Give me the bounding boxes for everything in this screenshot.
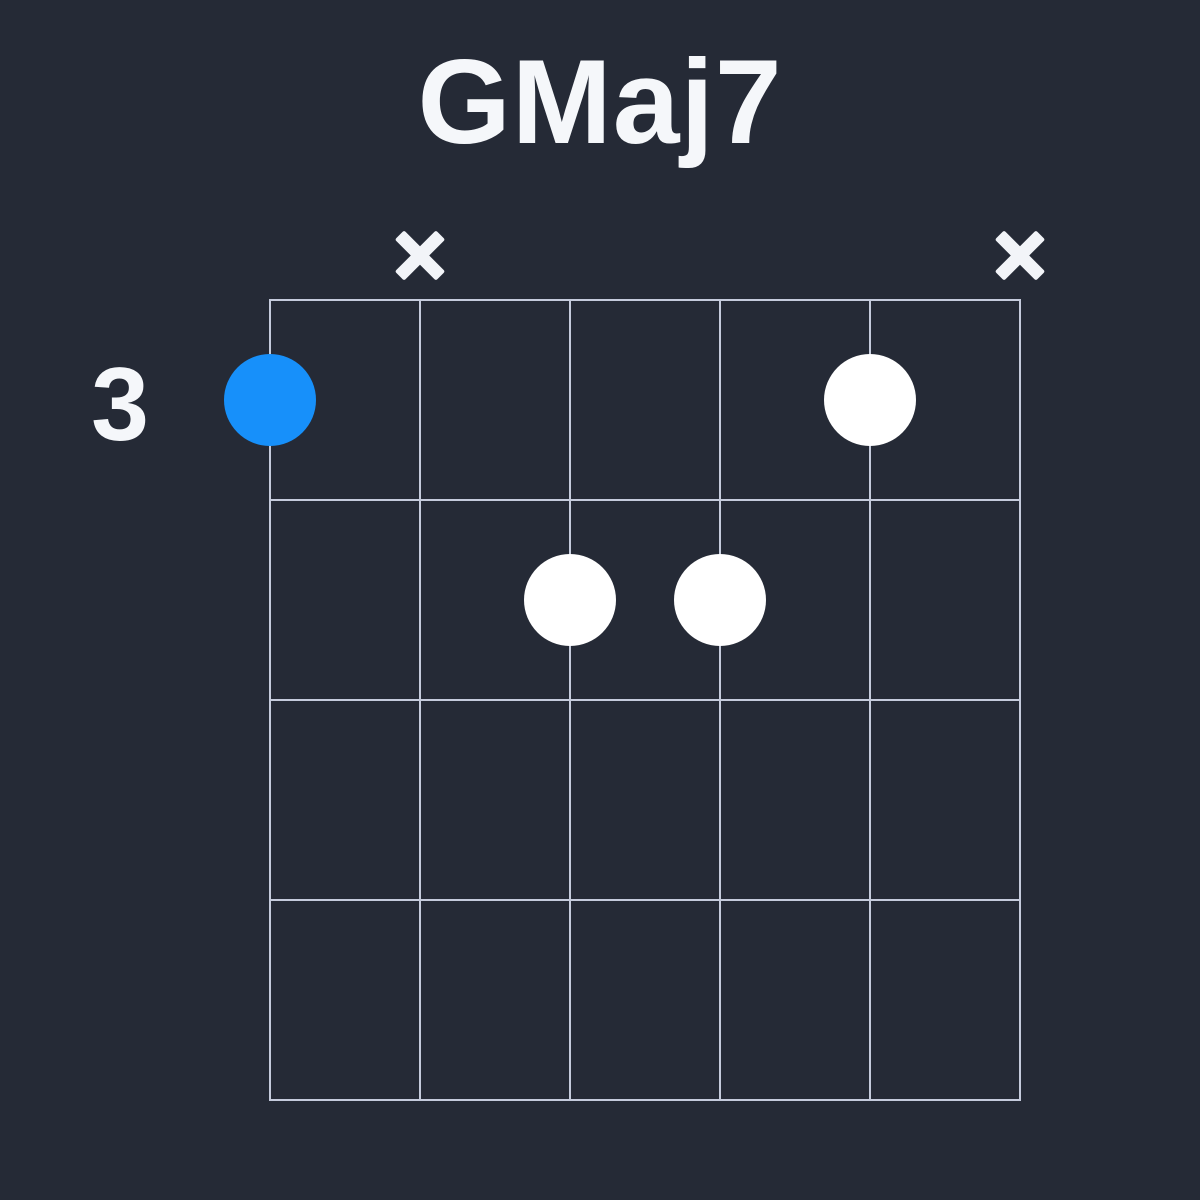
fret-number-label: 3: [91, 346, 149, 463]
fret-line: [269, 1099, 1021, 1101]
fret-line: [269, 699, 1021, 701]
note-dot: [524, 554, 616, 646]
note-dot: [824, 354, 916, 446]
fret-line: [269, 299, 1021, 301]
muted-string-icon: [991, 226, 1049, 284]
muted-string-icon: [391, 226, 449, 284]
root-note-dot: [224, 354, 316, 446]
note-dot: [674, 554, 766, 646]
fret-line: [269, 899, 1021, 901]
chord-title: GMaj7: [417, 35, 783, 169]
fret-line: [269, 499, 1021, 501]
